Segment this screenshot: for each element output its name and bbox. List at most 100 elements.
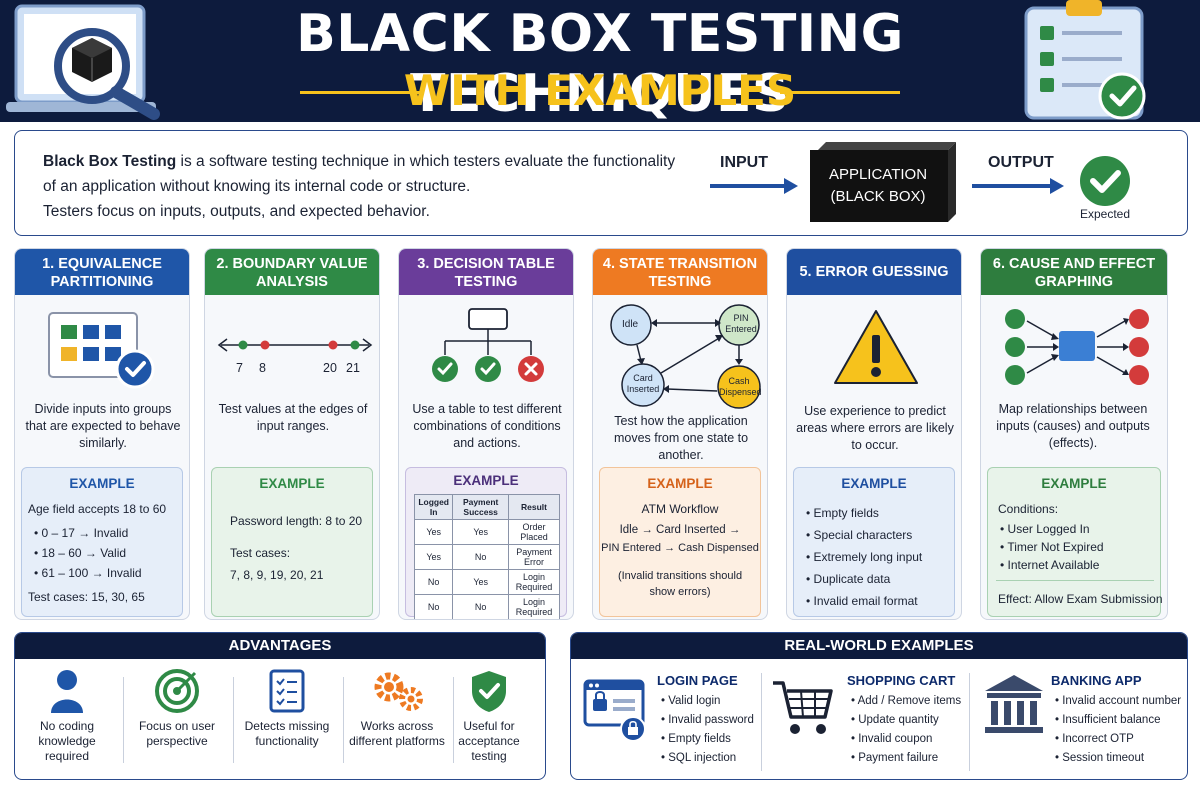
example-divider bbox=[996, 580, 1154, 581]
boundary-tick-label: 8 bbox=[259, 361, 266, 375]
card-cause-effect-graphing: 6. CAUSE AND EFFECT GRAPHING Map relatio… bbox=[980, 248, 1168, 620]
example-title: EXAMPLE bbox=[259, 476, 325, 491]
page-subtitle: WITH EXAMPLES bbox=[403, 66, 797, 115]
table-row: No No Login Required bbox=[413, 594, 560, 619]
input-label: INPUT bbox=[720, 154, 768, 171]
example-group-title: LOGIN PAGE bbox=[657, 673, 738, 688]
table-header: Result bbox=[508, 494, 560, 520]
example-item: • Valid login bbox=[661, 695, 721, 707]
card-description: Use experience to predict areas where er… bbox=[796, 404, 954, 452]
table-cell: Login Required bbox=[508, 569, 560, 595]
output-label: OUTPUT bbox=[988, 154, 1054, 171]
example-line: Password length: 8 to 20 bbox=[230, 514, 363, 528]
example-item: • Empty fields bbox=[661, 733, 731, 745]
card-title: 3. DECISION TABLE TESTING bbox=[399, 249, 573, 295]
table-cell: Payment Error bbox=[508, 544, 560, 570]
black-box-cube-icon bbox=[810, 142, 956, 222]
table-header: Logged In bbox=[413, 494, 454, 520]
user-icon bbox=[51, 670, 83, 713]
table-row: No Yes Login Required bbox=[413, 569, 560, 595]
card-description: Test values at the edges of input ranges… bbox=[218, 402, 368, 433]
table-cell: Yes bbox=[452, 519, 509, 545]
card-description: Use a table to test different combinatio… bbox=[412, 402, 562, 450]
card-boundary-value-analysis: 2. BOUNDARY VALUE ANALYSIS 7 8 20 21 Tes… bbox=[204, 248, 380, 620]
cause-effect-graph-icon bbox=[1005, 309, 1149, 385]
intro-text: is a software testing technique in which… bbox=[43, 153, 676, 195]
example-item: • Insufficient balance bbox=[1055, 714, 1161, 726]
bank-icon bbox=[985, 675, 1043, 733]
example-line: Test cases: 15, 30, 65 bbox=[28, 590, 145, 604]
example-title: EXAMPLE bbox=[647, 476, 713, 491]
input-arrow-icon bbox=[710, 178, 798, 194]
table-cell: No bbox=[413, 594, 454, 619]
example-box: EXAMPLE ATM Workflow Idle → Card Inserte… bbox=[599, 467, 761, 617]
example-group-title: BANKING APP bbox=[1051, 673, 1142, 688]
card-description: Test how the application moves from one … bbox=[613, 414, 749, 462]
table-cell: Yes bbox=[413, 544, 454, 570]
advantage-label: Focus on user perspective bbox=[138, 719, 216, 748]
login-lock-icon bbox=[583, 679, 646, 742]
real-world-title: REAL-WORLD EXAMPLES bbox=[571, 633, 1187, 659]
table-cell: Yes bbox=[452, 569, 509, 595]
subtitle-divider-left bbox=[300, 91, 420, 94]
card-error-guessing: 5. ERROR GUESSING Use experience to pred… bbox=[786, 248, 962, 620]
advantage-item: Focus on user perspective bbox=[127, 669, 227, 773]
example-item: • Update quantity bbox=[851, 714, 939, 726]
subtitle-divider-right bbox=[780, 91, 900, 94]
advantage-item: Works across different platforms bbox=[347, 669, 447, 773]
table-cell: Yes bbox=[413, 519, 454, 545]
example-line: PIN Entered → Cash Dispensed bbox=[601, 542, 759, 554]
table-row: Yes Yes Order Placed bbox=[413, 519, 560, 545]
advantage-label: No coding knowledge required bbox=[38, 719, 96, 763]
warning-icon bbox=[834, 310, 918, 384]
advantage-label: Detects missing functionality bbox=[244, 719, 330, 748]
table-cell: No bbox=[413, 569, 454, 595]
output-arrow-icon bbox=[972, 178, 1064, 194]
example-box: EXAMPLE • Empty fields • Special charact… bbox=[793, 467, 955, 617]
divider bbox=[233, 677, 234, 763]
example-line: • Empty fields bbox=[806, 506, 879, 520]
example-line: • Special characters bbox=[806, 528, 913, 542]
example-item: • Incorrect OTP bbox=[1055, 733, 1134, 745]
shield-check-icon bbox=[472, 671, 506, 712]
state-label: Cash Dispensed bbox=[719, 376, 762, 397]
advantage-label: Useful for acceptance testing bbox=[458, 719, 520, 763]
example-line: • Internet Available bbox=[1000, 558, 1100, 572]
state-label: PIN Entered bbox=[725, 313, 757, 334]
boundary-tick-label: 20 bbox=[323, 361, 337, 375]
table-cell: Login Required bbox=[508, 594, 560, 619]
example-line: ATM Workflow bbox=[641, 502, 719, 516]
example-title: EXAMPLE bbox=[841, 476, 907, 491]
state-diagram-icon bbox=[610, 304, 761, 409]
example-line: Idle → Card Inserted → bbox=[619, 524, 741, 536]
example-box: EXAMPLE Logged In Payment Success Result… bbox=[405, 467, 567, 619]
card-title: 6. CAUSE AND EFFECT GRAPHING bbox=[981, 249, 1167, 295]
card-decision-table-testing: 3. DECISION TABLE TESTING Use a table to… bbox=[398, 248, 574, 620]
advantages-title: ADVANTAGES bbox=[15, 633, 545, 659]
example-line: • 18 – 60 → Valid bbox=[34, 546, 127, 560]
divider bbox=[123, 677, 124, 763]
decision-table: Logged In Payment Success Result Yes Yes… bbox=[413, 494, 560, 619]
divider bbox=[761, 673, 762, 771]
example-title: EXAMPLE bbox=[69, 476, 135, 491]
card-equivalence-partitioning: 1. EQUIVALENCE PARTITIONING Divide input… bbox=[14, 248, 190, 620]
example-title: EXAMPLE bbox=[1041, 476, 1107, 491]
clipboard-checklist-icon bbox=[1024, 0, 1146, 120]
divider bbox=[343, 677, 344, 763]
example-item: • Add / Remove items bbox=[851, 695, 962, 707]
table-header: Payment Success bbox=[452, 494, 509, 520]
gears-icon bbox=[374, 672, 423, 711]
example-line: • 0 – 17 → Invalid bbox=[34, 526, 129, 540]
page-title: BLACK BOX TESTING TECHNIQUES bbox=[296, 4, 904, 124]
card-description: Map relationships between inputs (causes… bbox=[996, 402, 1150, 450]
card-title: 4. STATE TRANSITION TESTING bbox=[593, 249, 767, 295]
table-row: Yes No Payment Error bbox=[413, 544, 560, 570]
example-title: EXAMPLE bbox=[453, 473, 519, 488]
laptop-magnifier-icon bbox=[6, 4, 160, 120]
example-line: • Invalid email format bbox=[806, 594, 918, 608]
example-item: • Session timeout bbox=[1055, 752, 1145, 764]
black-box-label: APPLICATION (BLACK BOX) bbox=[810, 164, 946, 208]
black-box-line-1: APPLICATION bbox=[828, 166, 928, 183]
advantage-item: Useful for acceptance testing bbox=[439, 669, 539, 773]
card-state-transition-testing: 4. STATE TRANSITION TESTING Idle PIN Ent… bbox=[592, 248, 768, 620]
